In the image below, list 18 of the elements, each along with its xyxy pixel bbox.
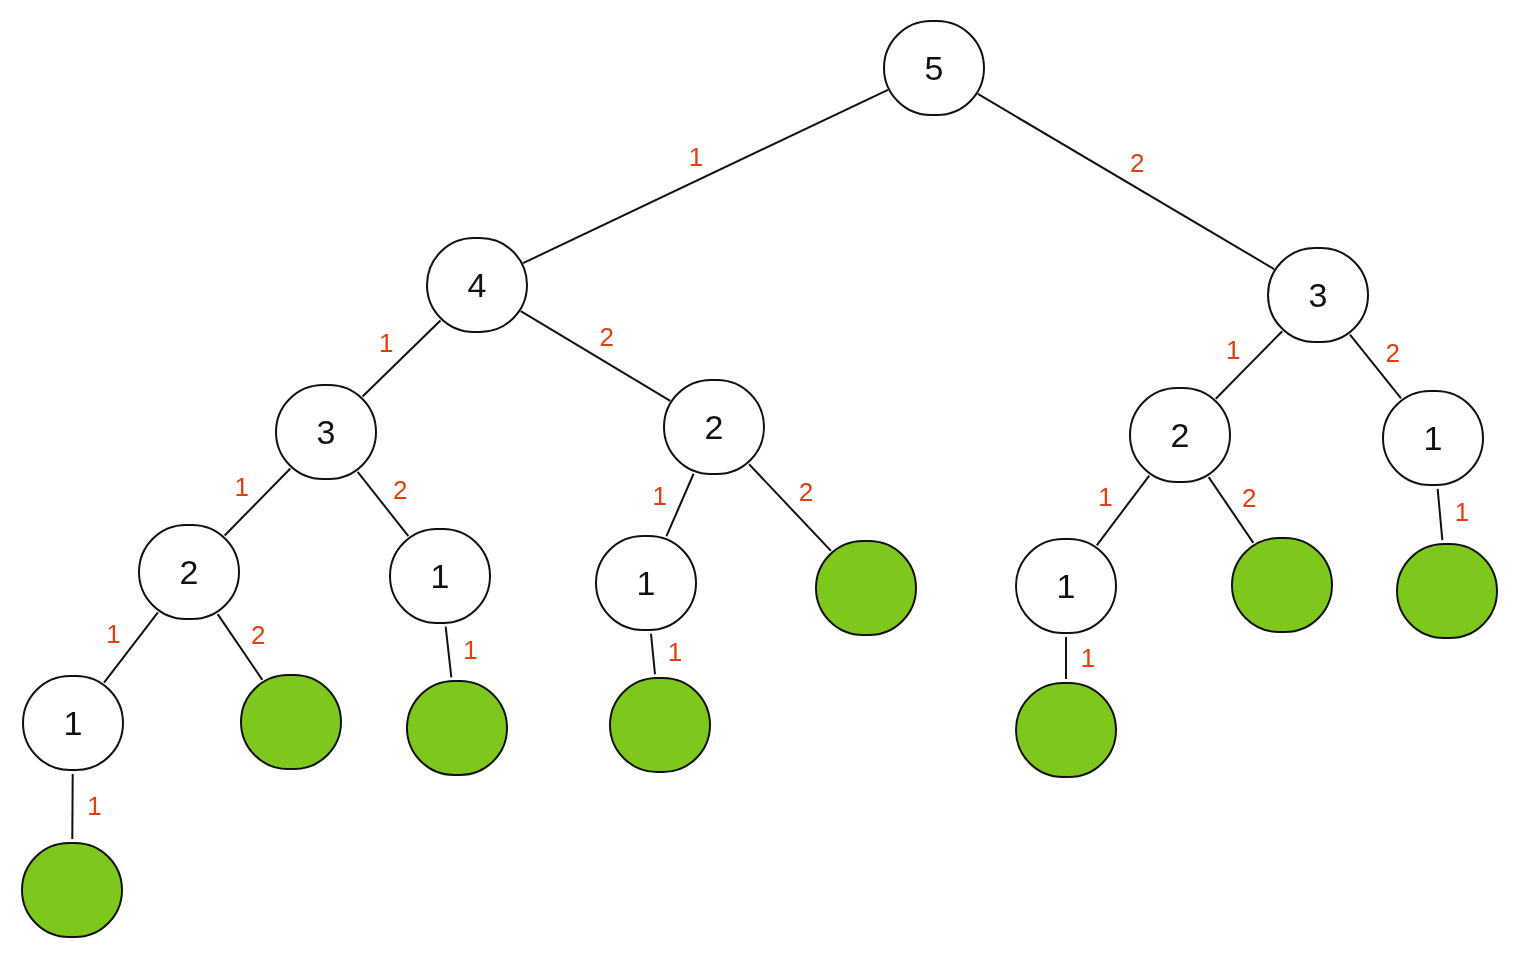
connector-line bbox=[1214, 330, 1284, 400]
connector-line bbox=[748, 463, 832, 552]
connector-line bbox=[1207, 476, 1255, 544]
connector-line bbox=[650, 632, 656, 676]
connector-line bbox=[71, 773, 74, 840]
connector-line bbox=[223, 467, 292, 537]
connector-line bbox=[444, 625, 453, 679]
connector-line bbox=[519, 310, 672, 402]
connector-line bbox=[522, 88, 889, 265]
connector-line bbox=[1436, 487, 1444, 542]
connector-line bbox=[976, 92, 1276, 271]
connector-line bbox=[216, 613, 264, 681]
connector-line bbox=[361, 319, 442, 398]
connector-line bbox=[1348, 333, 1403, 400]
connector-line bbox=[356, 471, 410, 537]
connector-line bbox=[1065, 636, 1067, 680]
connector-line bbox=[1095, 474, 1151, 547]
connector-line bbox=[103, 611, 159, 684]
